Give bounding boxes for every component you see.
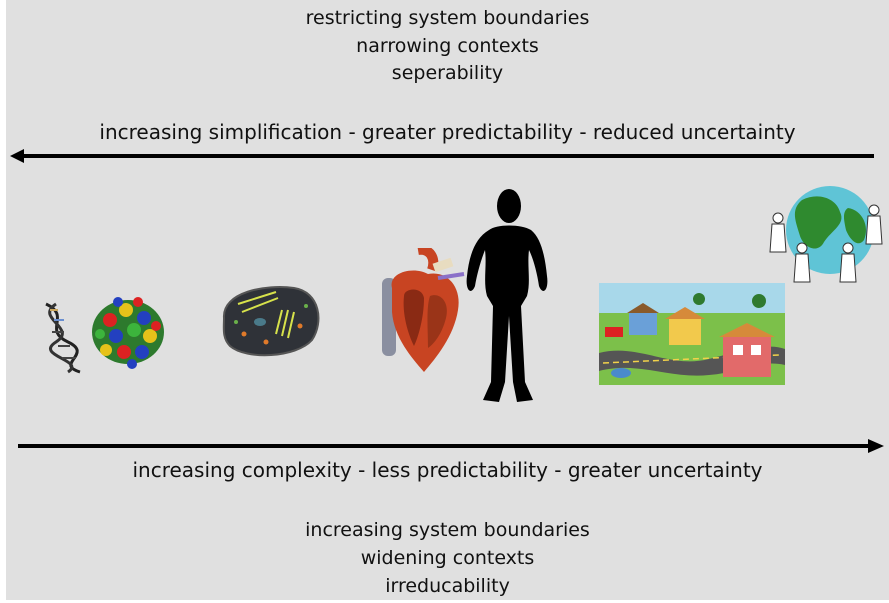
bottom-label-irreducibility: irreducability bbox=[385, 575, 510, 597]
bottom-label-contexts: widening contexts bbox=[360, 547, 535, 569]
bottom-label-system-boundaries: increasing system boundaries bbox=[305, 519, 590, 541]
top-label-separability: seperability bbox=[391, 62, 504, 84]
top-arrow-caption: increasing simplification - greater pred… bbox=[99, 120, 796, 144]
top-label-system-boundaries: restricting system boundaries bbox=[305, 7, 590, 29]
protein-icon bbox=[92, 297, 164, 369]
community-icon bbox=[599, 283, 785, 385]
cell-icon bbox=[222, 286, 320, 357]
top-label-contexts: narrowing contexts bbox=[356, 35, 539, 57]
dna-icon bbox=[45, 302, 81, 374]
heart-icon bbox=[382, 248, 465, 372]
human-silhouette-icon bbox=[466, 189, 548, 402]
left-arrow bbox=[10, 149, 874, 163]
globe-people-icon bbox=[769, 186, 883, 283]
bottom-arrow-caption: increasing complexity - less predictabil… bbox=[132, 458, 763, 482]
diagram-canvas: restricting system boundaries narrowing … bbox=[6, 0, 889, 600]
right-arrow bbox=[18, 439, 884, 453]
